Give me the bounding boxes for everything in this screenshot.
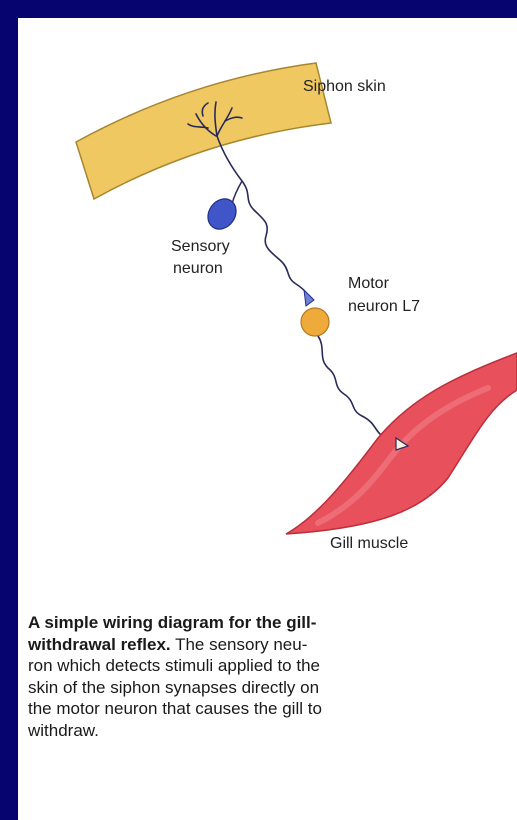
figure-panel: Siphon skin Sensory neuron Motor neuron … [18, 18, 517, 820]
motor-neuron-body [301, 308, 329, 336]
label-siphon-skin: Siphon skin [303, 76, 386, 98]
wiring-diagram [18, 18, 517, 598]
caption-text-line2: The sensory neu- [171, 635, 308, 654]
label-motor-neuron-2: neuron L7 [348, 296, 420, 318]
label-gill-muscle: Gill muscle [330, 533, 408, 555]
sensory-neuron-body [202, 193, 242, 234]
caption-title-line1: A simple wiring diagram for the gill- [28, 613, 316, 632]
caption-text-line4: skin of the siphon synapses directly on [28, 677, 517, 699]
label-motor-neuron-1: Motor [348, 273, 389, 295]
caption-text-line6: withdraw. [28, 720, 517, 742]
motor-axon [318, 336, 398, 444]
caption-title-line2: withdrawal reflex. [28, 635, 171, 654]
siphon-skin [76, 63, 331, 199]
figure-caption: A simple wiring diagram for the gill- wi… [28, 612, 517, 741]
synapse-terminal [304, 290, 314, 306]
label-sensory-neuron-1: Sensory [171, 236, 230, 258]
caption-text-line3: ron which detects stimuli applied to the [28, 655, 517, 677]
label-sensory-neuron-2: neuron [173, 258, 223, 280]
sensory-branch [232, 181, 242, 204]
caption-text-line5: the motor neuron that causes the gill to [28, 698, 517, 720]
